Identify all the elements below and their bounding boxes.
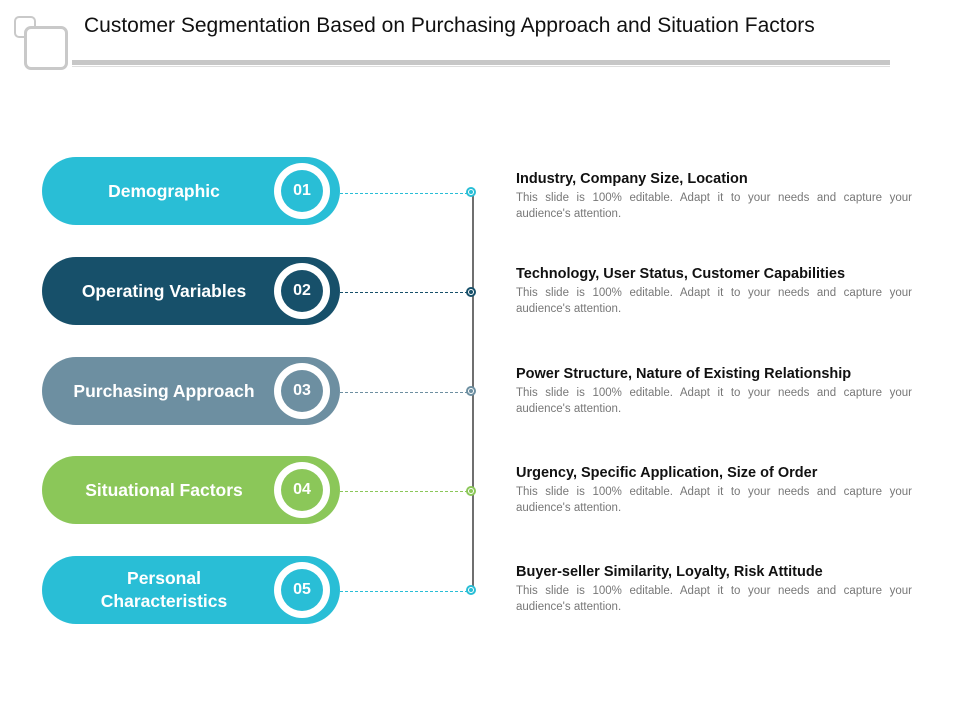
segment-info: Power Structure, Nature of Existing Rela… — [516, 366, 912, 417]
segment-number-badge: 04 — [274, 462, 330, 518]
segment-pill-demographic: Demographic 01 — [42, 157, 340, 225]
segment-heading: Technology, User Status, Customer Capabi… — [516, 266, 846, 282]
segment-connector-dash — [340, 591, 473, 592]
segment-number: 03 — [281, 370, 323, 412]
title-underline — [72, 60, 890, 65]
timeline-node — [466, 386, 476, 396]
timeline-node-dot — [469, 389, 473, 393]
timeline-node — [466, 486, 476, 496]
segment-number-badge: 01 — [274, 163, 330, 219]
segment-connector-dash — [340, 392, 473, 393]
segment-description: This slide is 100% editable. Adapt it to… — [516, 585, 912, 613]
segment-heading: Power Structure, Nature of Existing Rela… — [516, 366, 852, 382]
page-title: Customer Segmentation Based on Purchasin… — [84, 14, 815, 37]
segment-pill-operating-variables: Operating Variables 02 — [42, 257, 340, 325]
segment-label: Situational Factors — [85, 479, 243, 500]
segment-number: 02 — [281, 270, 323, 312]
title-underline-thin — [72, 66, 890, 67]
segment-description: This slide is 100% editable. Adapt it to… — [516, 486, 912, 514]
timeline-node-dot — [469, 290, 473, 294]
segment-connector-dash — [340, 193, 473, 194]
segment-label: Personal Characteristics — [100, 568, 228, 611]
segment-info: Technology, User Status, Customer Capabi… — [516, 266, 912, 317]
segment-heading: Industry, Company Size, Location — [516, 171, 748, 187]
segment-description: This slide is 100% editable. Adapt it to… — [516, 287, 912, 315]
segment-heading: Buyer-seller Similarity, Loyalty, Risk A… — [516, 564, 823, 580]
segment-description: This slide is 100% editable. Adapt it to… — [516, 387, 912, 415]
timeline-node-dot — [469, 588, 473, 592]
timeline-node — [466, 585, 476, 595]
segment-pill-personal-characteristics: Personal Characteristics 05 — [42, 556, 340, 624]
segment-description: This slide is 100% editable. Adapt it to… — [516, 192, 912, 220]
segment-number: 05 — [281, 569, 323, 611]
segment-label: Operating Variables — [81, 280, 247, 301]
segment-info: Urgency, Specific Application, Size of O… — [516, 465, 912, 516]
segment-number-badge: 03 — [274, 363, 330, 419]
segment-pill-situational-factors: Situational Factors 04 — [42, 456, 340, 524]
segment-number-badge: 02 — [274, 263, 330, 319]
segment-heading: Urgency, Specific Application, Size of O… — [516, 465, 818, 481]
timeline-node-dot — [469, 190, 473, 194]
segment-connector-dash — [340, 491, 473, 492]
segment-number: 04 — [281, 469, 323, 511]
timeline-node — [466, 287, 476, 297]
segment-number: 01 — [281, 170, 323, 212]
segment-connector-dash — [340, 292, 473, 293]
timeline-node-dot — [469, 489, 473, 493]
logo-icon — [14, 16, 70, 72]
segment-info: Buyer-seller Similarity, Loyalty, Risk A… — [516, 564, 912, 615]
timeline-node — [466, 187, 476, 197]
segment-label: Demographic — [108, 180, 220, 201]
segment-number-badge: 05 — [274, 562, 330, 618]
segment-info: Industry, Company Size, Location This sl… — [516, 171, 912, 222]
logo-large-square — [24, 26, 68, 70]
segment-label: Purchasing Approach — [73, 380, 255, 401]
segment-pill-purchasing-approach: Purchasing Approach 03 — [42, 357, 340, 425]
